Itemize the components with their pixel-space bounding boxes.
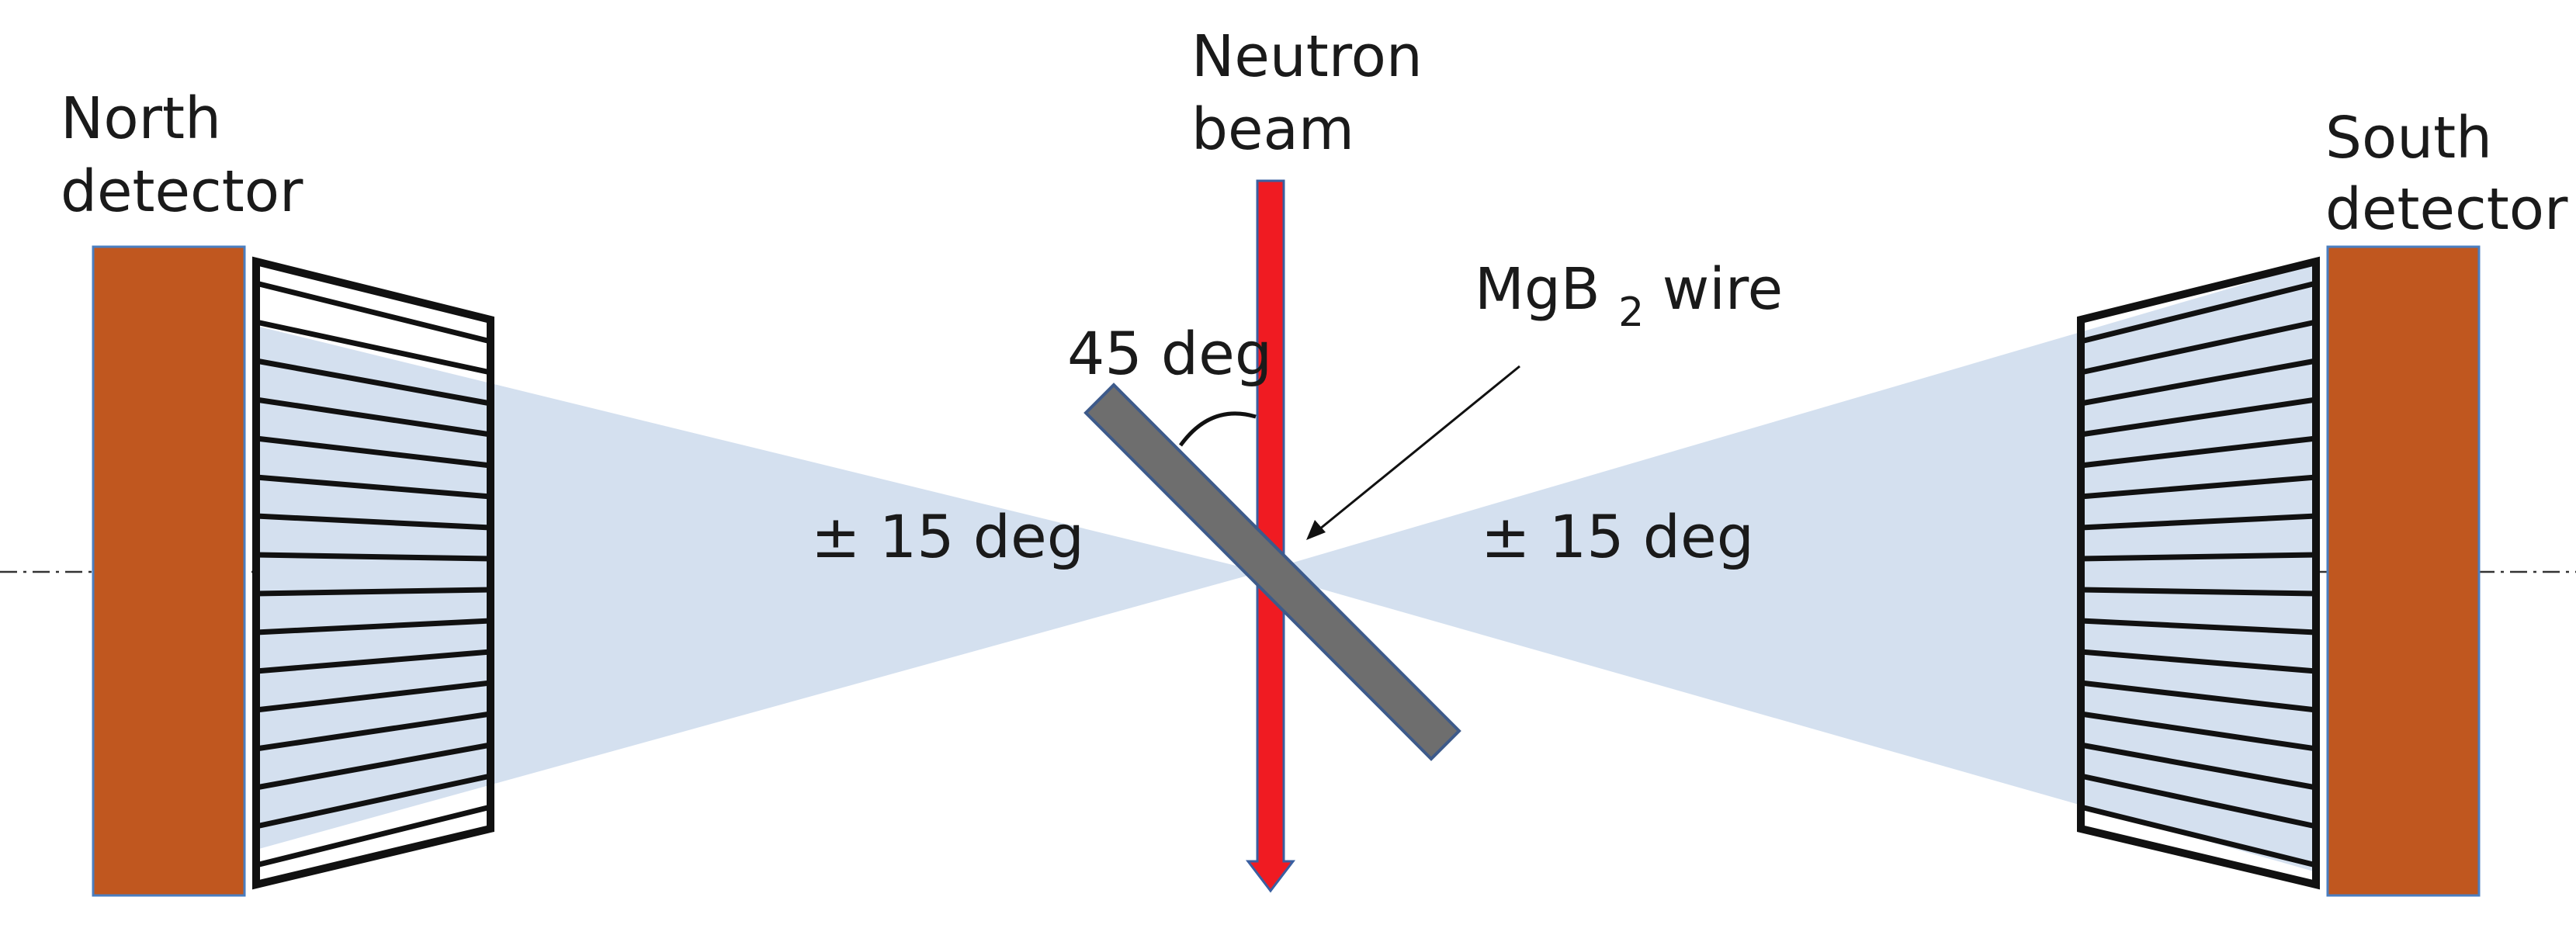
south-collimator-slat <box>2080 649 2317 674</box>
north-collimator-slat <box>255 773 491 829</box>
north-label-line-1: North <box>61 85 221 152</box>
north-collimator-slat <box>255 587 491 597</box>
north-detector-body <box>92 245 246 897</box>
beam-label-line-2: beam <box>1191 96 1354 163</box>
south-collimator-slat <box>2080 587 2317 597</box>
south-collimator-slat <box>2080 711 2317 752</box>
north-collimator-slat <box>255 804 491 868</box>
south-collimator-slat <box>2080 680 2317 713</box>
south-label-line-1: South <box>2325 105 2492 171</box>
north-collimator-slat <box>255 742 491 791</box>
neutron-beam-label: Neutron beam <box>1191 23 1441 163</box>
mgb2-wire-label: MgB 2 wire <box>1475 256 1783 340</box>
left-angle-label: ± 15 deg <box>811 502 1084 571</box>
north-collimator-slat <box>255 618 491 636</box>
south-collimator <box>2077 256 2320 890</box>
south-collimator-slat <box>2080 358 2317 407</box>
wire-label-suffix: wire <box>1662 256 1783 323</box>
wire-label-prefix: MgB <box>1475 256 1600 323</box>
south-collimator-frame <box>2077 256 2320 890</box>
south-collimator-slat <box>2080 618 2317 636</box>
north-collimator-slat <box>255 680 491 713</box>
south-collimator-slat <box>2080 474 2317 500</box>
south-collimator-slat <box>2080 280 2317 345</box>
mgb2-wire-sample <box>1083 383 1461 761</box>
north-collimator-slat <box>255 474 491 500</box>
angle-45-label: 45 deg <box>1067 319 1272 388</box>
north-collimator-slat <box>255 358 491 407</box>
angle-45-arc <box>1178 411 1257 447</box>
south-collimator-slat <box>2080 552 2317 562</box>
north-collimator <box>252 256 494 890</box>
south-collimator-slat <box>2080 319 2317 376</box>
wire-label-subscript: 2 <box>1618 289 1644 336</box>
south-collimator-slat <box>2080 773 2317 829</box>
north-detector-label: North detector <box>61 85 303 225</box>
south-collimator-slat <box>2080 435 2317 469</box>
north-collimator-slat <box>255 513 491 531</box>
north-collimator-slat <box>255 649 491 674</box>
south-detector-body <box>2326 245 2481 897</box>
neutron-beam-arrow <box>1245 179 1296 893</box>
south-collimator-slat <box>2080 397 2317 438</box>
wire-pointer-arrow <box>1306 365 1520 540</box>
north-collimator-slat <box>255 435 491 469</box>
beam-label-line-1: Neutron <box>1191 23 1423 90</box>
north-collimator-slat <box>255 280 491 345</box>
north-collimator-slat <box>255 397 491 438</box>
north-collimator-slat <box>255 711 491 752</box>
north-label-line-2: detector <box>61 158 303 225</box>
south-collimator-slat <box>2080 742 2317 791</box>
north-collimator-frame <box>252 256 494 890</box>
south-label-line-2: detector <box>2325 176 2568 243</box>
south-detector-label: South detector <box>2325 105 2568 243</box>
south-collimator-slat <box>2080 513 2317 531</box>
south-collimator-slat <box>2080 804 2317 868</box>
south-scatter-cone <box>1261 262 2319 873</box>
north-collimator-slat <box>255 552 491 562</box>
north-collimator-slat <box>255 319 491 376</box>
north-scatter-cone <box>256 326 1261 850</box>
right-angle-label: ± 15 deg <box>1481 502 1754 571</box>
